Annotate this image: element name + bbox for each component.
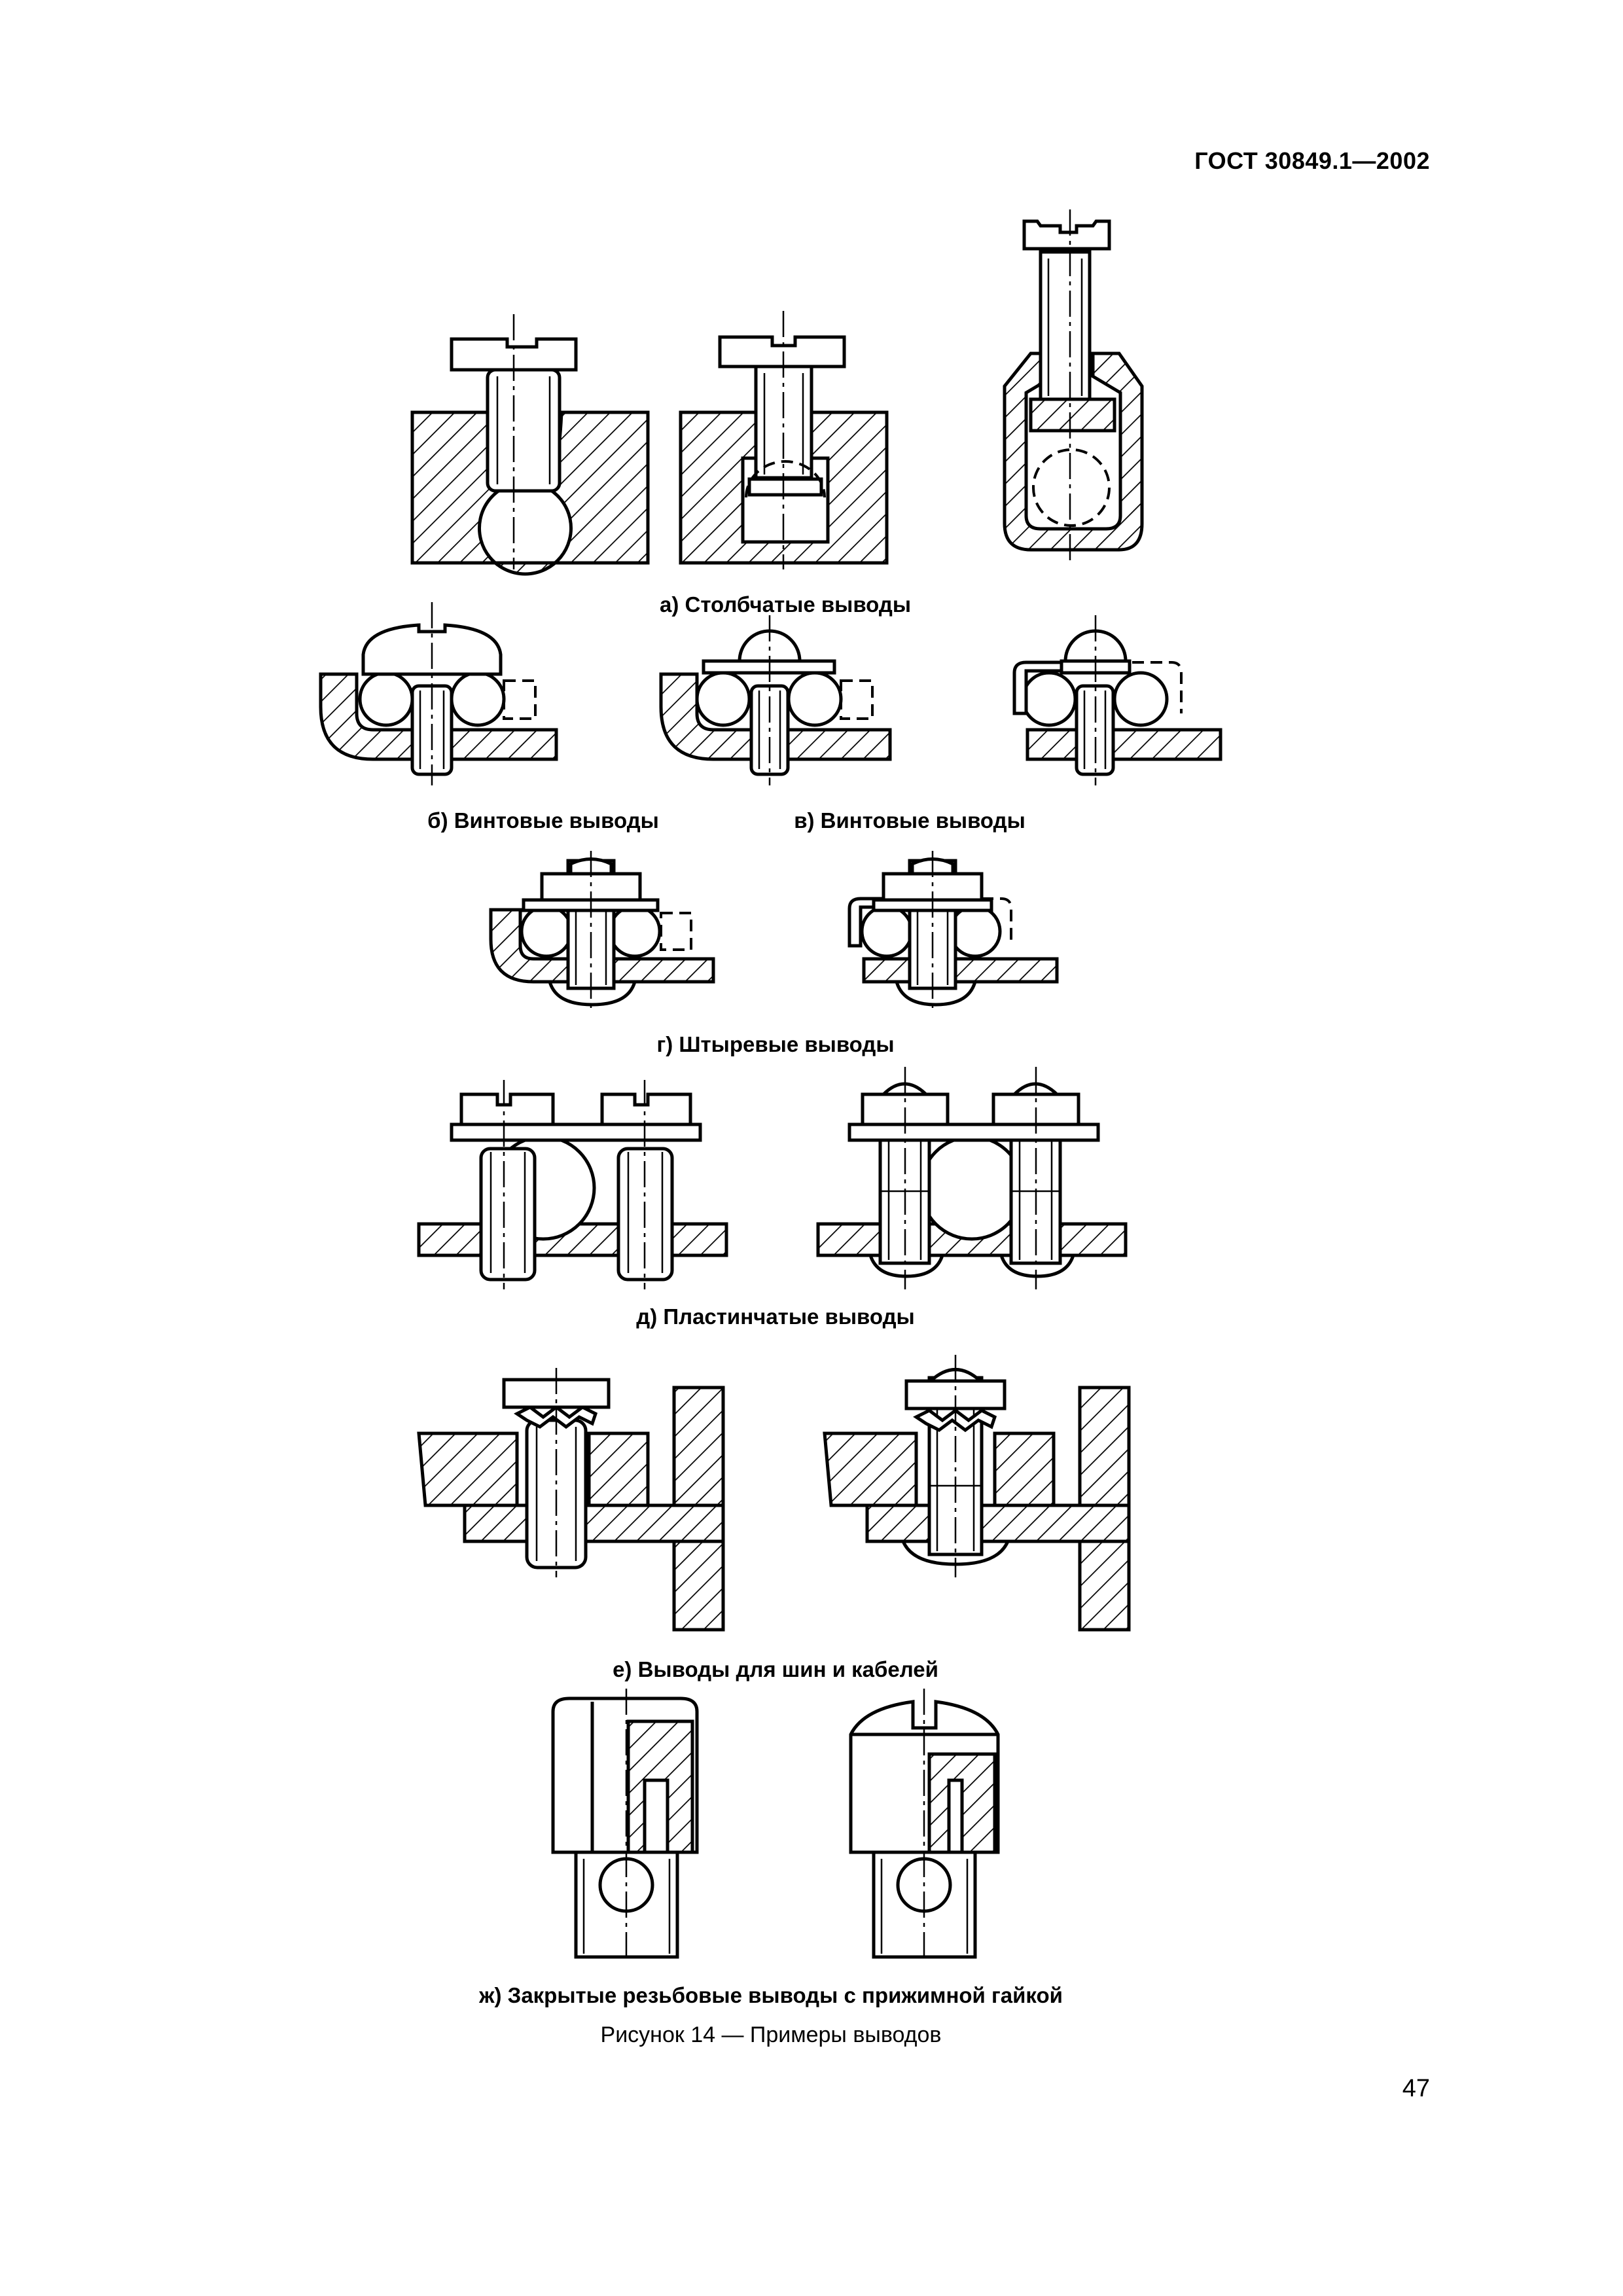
figure-a-column-terminals xyxy=(410,209,1144,576)
caption-d: д) Пластинчатые выводы xyxy=(636,1304,915,1329)
document-header: ГОСТ 30849.1—2002 xyxy=(1194,147,1430,174)
figure-b-screw-terminals xyxy=(319,602,558,785)
figure-v-screw-terminals-1 xyxy=(659,615,892,785)
figure-d-plate-terminals-1 xyxy=(417,1080,728,1289)
figure-zh-closed-terminals-2 xyxy=(849,1689,1000,1964)
figure-v-screw-terminals-2 xyxy=(1012,615,1222,785)
figure-title: Рисунок 14 — Примеры выводов xyxy=(600,2022,942,2047)
figure-g-pin-terminals-1 xyxy=(489,851,715,1011)
figure-zh-closed-terminals-1 xyxy=(551,1689,699,1964)
figure-e-busbar-terminals-2 xyxy=(823,1355,1131,1632)
caption-a: а) Столбчатые выводы xyxy=(659,592,912,617)
caption-g: г) Штыревые выводы xyxy=(656,1032,895,1056)
caption-e: е) Выводы для шин и кабелей xyxy=(613,1657,938,1681)
column-terminal-2 xyxy=(679,311,889,569)
figure-g-pin-terminals-2 xyxy=(847,851,1059,1011)
figure-d-plate-terminals-2 xyxy=(816,1067,1128,1289)
column-terminal-1 xyxy=(410,314,650,576)
page-number: 47 xyxy=(1402,2075,1430,2102)
caption-zh: ж) Закрытые резьбовые выводы с прижимной… xyxy=(479,1983,1063,2007)
caption-b: б) Винтовые выводы xyxy=(427,808,659,833)
caption-v: в) Винтовые выводы xyxy=(794,808,1026,833)
column-terminal-3 xyxy=(1003,209,1144,563)
figure-e-busbar-terminals-1 xyxy=(417,1368,725,1632)
